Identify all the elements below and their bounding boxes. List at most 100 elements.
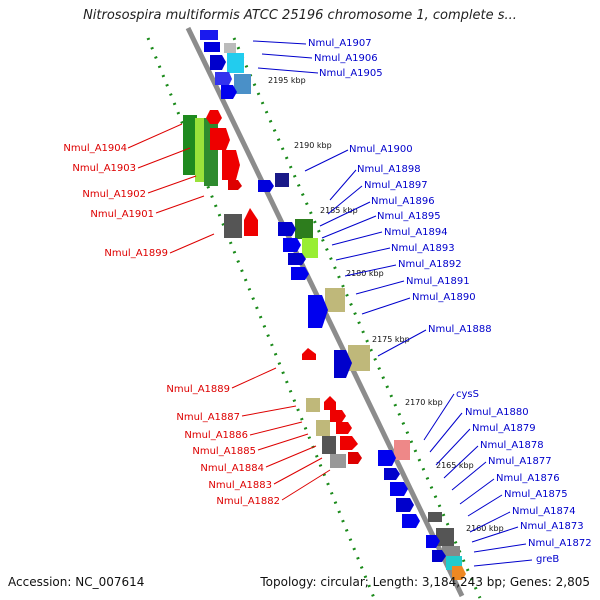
gene-label[interactable]: Nmul_A1874: [512, 506, 576, 517]
gene-label[interactable]: Nmul_A1883: [208, 480, 272, 491]
gene-label[interactable]: Nmul_A1882: [216, 496, 280, 507]
gene-label[interactable]: Nmul_A1888: [428, 324, 492, 335]
gene-label[interactable]: cysS: [456, 389, 479, 400]
gene-feature[interactable]: [426, 535, 440, 548]
gene-label[interactable]: Nmul_A1879: [472, 423, 536, 434]
gene-feature[interactable]: [302, 238, 318, 258]
gene-label[interactable]: Nmul_A1896: [371, 196, 435, 207]
gene-feature[interactable]: [222, 150, 240, 180]
gene-feature[interactable]: [324, 396, 336, 410]
gene-feature[interactable]: [325, 288, 345, 312]
gene-label[interactable]: Nmul_A1878: [480, 440, 544, 451]
gene-feature[interactable]: [384, 468, 400, 480]
forward-gene-label-text: Nmul_A1907 Nmul_A1906 Nmul_A1905 Nmul_A1…: [308, 38, 592, 565]
map-title: Nitrosospira multiformis ATCC 25196 chro…: [83, 8, 517, 23]
gene-feature[interactable]: [330, 454, 346, 468]
reverse-gene-label-text: Nmul_A1904 Nmul_A1903 Nmul_A1902 Nmul_A1…: [63, 143, 280, 507]
gene-label[interactable]: Nmul_A1880: [465, 407, 529, 418]
gene-feature[interactable]: [442, 546, 460, 558]
kbp-labels: 2195 kbp 2190 kbp 2185 kbp 2180 kbp 2175…: [268, 76, 504, 533]
gene-feature[interactable]: [322, 436, 336, 454]
gene-label[interactable]: Nmul_A1902: [82, 189, 146, 200]
gene-label[interactable]: Nmul_A1872: [528, 538, 592, 549]
gene-feature[interactable]: [215, 72, 232, 85]
reverse-guide-line: [146, 37, 376, 599]
gene-label[interactable]: Nmul_A1876: [496, 473, 560, 484]
gene-feature[interactable]: [210, 55, 226, 70]
gene-feature[interactable]: [432, 550, 446, 562]
gene-feature[interactable]: [402, 514, 420, 528]
gene-label[interactable]: Nmul_A1901: [90, 209, 154, 220]
gene-feature[interactable]: [308, 295, 328, 328]
gene-feature[interactable]: [348, 345, 370, 371]
gene-feature[interactable]: [390, 482, 408, 496]
gene-label[interactable]: Nmul_A1904: [63, 143, 127, 154]
gene-feature[interactable]: [452, 566, 466, 580]
gene-feature[interactable]: [288, 253, 306, 265]
kbp-label: 2175 kbp: [372, 335, 410, 344]
gene-feature[interactable]: [224, 214, 242, 238]
kbp-label: 2170 kbp: [405, 398, 443, 407]
forward-gene-labels: [252, 40, 533, 567]
gene-feature[interactable]: [278, 222, 296, 236]
gene-label[interactable]: Nmul_A1895: [377, 211, 441, 222]
gene-feature[interactable]: [291, 267, 309, 280]
gene-label[interactable]: Nmul_A1889: [166, 384, 230, 395]
gene-feature[interactable]: [334, 350, 352, 378]
gene-label[interactable]: Nmul_A1899: [104, 248, 168, 259]
gene-label[interactable]: Nmul_A1890: [412, 292, 476, 303]
gene-feature[interactable]: [227, 53, 244, 73]
gene-label[interactable]: Nmul_A1892: [398, 259, 462, 270]
gene-feature[interactable]: [283, 238, 301, 252]
gene-label[interactable]: Nmul_A1897: [364, 180, 428, 191]
kbp-label: 2185 kbp: [320, 206, 358, 215]
gene-label[interactable]: Nmul_A1877: [488, 456, 552, 467]
gene-feature[interactable]: [316, 420, 330, 436]
gene-feature[interactable]: [428, 512, 442, 522]
gene-label[interactable]: Nmul_A1875: [504, 489, 568, 500]
gene-feature[interactable]: [183, 115, 197, 175]
gene-feature[interactable]: [436, 528, 454, 546]
gene-label[interactable]: Nmul_A1894: [384, 227, 448, 238]
gene-label[interactable]: Nmul_A1907: [308, 38, 372, 49]
gene-label[interactable]: Nmul_A1906: [314, 53, 378, 64]
gene-feature[interactable]: [348, 452, 362, 464]
kbp-label: 2160 kbp: [466, 524, 504, 533]
gene-feature[interactable]: [224, 43, 236, 53]
gene-feature[interactable]: [295, 219, 313, 239]
gene-label[interactable]: Nmul_A1884: [200, 463, 264, 474]
gene-feature[interactable]: [306, 398, 320, 412]
gene-feature[interactable]: [234, 74, 251, 94]
gene-feature[interactable]: [228, 180, 242, 190]
kbp-label: 2180 kbp: [346, 269, 384, 278]
gene-feature[interactable]: [340, 436, 358, 450]
gene-feature[interactable]: [204, 42, 220, 52]
gene-feature[interactable]: [396, 498, 414, 512]
gene-label[interactable]: Nmul_A1891: [406, 276, 470, 287]
gene-label[interactable]: greB: [536, 554, 559, 565]
gene-label[interactable]: Nmul_A1900: [349, 144, 413, 155]
kbp-label: 2165 kbp: [436, 461, 474, 470]
gene-feature[interactable]: [210, 128, 230, 150]
gene-feature[interactable]: [221, 85, 237, 99]
gene-label[interactable]: Nmul_A1886: [184, 430, 248, 441]
gene-label[interactable]: Nmul_A1873: [520, 521, 584, 532]
gene-label[interactable]: Nmul_A1898: [357, 164, 421, 175]
gene-feature[interactable]: [258, 180, 274, 192]
gene-feature[interactable]: [200, 30, 218, 40]
gene-feature[interactable]: [244, 208, 258, 236]
gene-feature[interactable]: [206, 110, 222, 124]
gene-label[interactable]: Nmul_A1903: [72, 163, 136, 174]
gene-label[interactable]: Nmul_A1893: [391, 243, 455, 254]
gene-label[interactable]: Nmul_A1887: [176, 412, 240, 423]
gene-feature[interactable]: [330, 410, 346, 422]
gene-feature[interactable]: [394, 440, 410, 460]
gene-feature[interactable]: [378, 450, 396, 466]
gene-feature[interactable]: [275, 173, 289, 187]
forward-guide-line: [232, 37, 482, 599]
gene-feature[interactable]: [336, 422, 352, 434]
gene-feature[interactable]: [302, 348, 316, 360]
gene-label[interactable]: Nmul_A1905: [319, 68, 383, 79]
gene-label[interactable]: Nmul_A1885: [192, 446, 256, 457]
